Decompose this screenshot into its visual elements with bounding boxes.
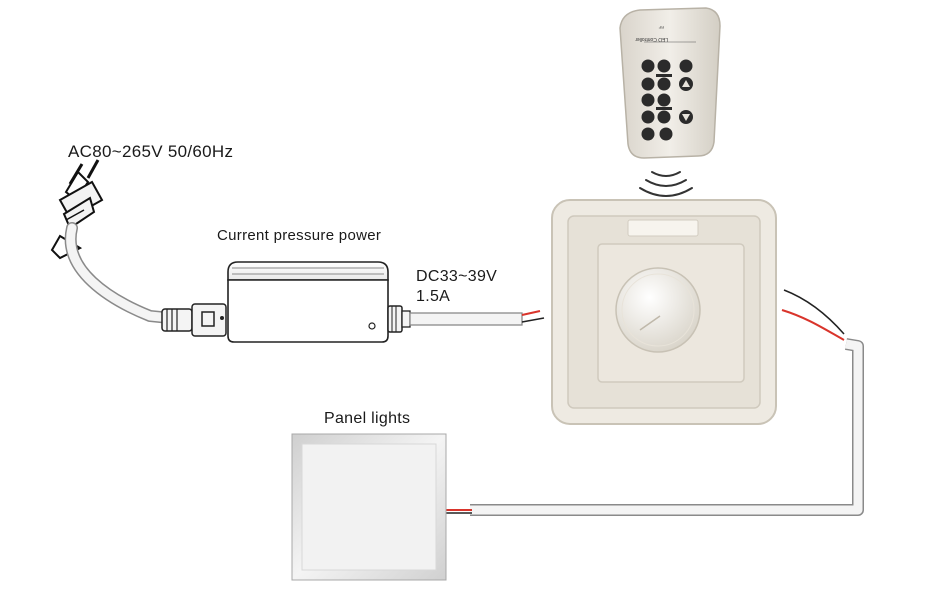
- power-supply: [227, 261, 411, 343]
- ac-plug: [50, 159, 104, 260]
- dc-output-voltage-label: DC33~39V: [416, 268, 498, 285]
- remote-control: RF LED Controller: [619, 7, 721, 159]
- dimmer-output-wires: [781, 289, 845, 341]
- power-supply-label: Current pressure power: [217, 227, 382, 244]
- dc-output-current-label: 1.5A: [416, 288, 451, 305]
- panel-lights-label: Panel lights: [324, 410, 411, 427]
- ac-input-label: AC80~265V 50/60Hz: [68, 142, 234, 161]
- panel-light: [291, 433, 447, 581]
- remote-brand-top: RF: [658, 25, 664, 30]
- dimmer-panel: [551, 199, 777, 425]
- signal-waves-icon: [639, 171, 693, 197]
- psu-ac-connector: [161, 303, 227, 337]
- remote-brand-label: LED Controller: [635, 36, 668, 42]
- dc-cable: [409, 310, 545, 326]
